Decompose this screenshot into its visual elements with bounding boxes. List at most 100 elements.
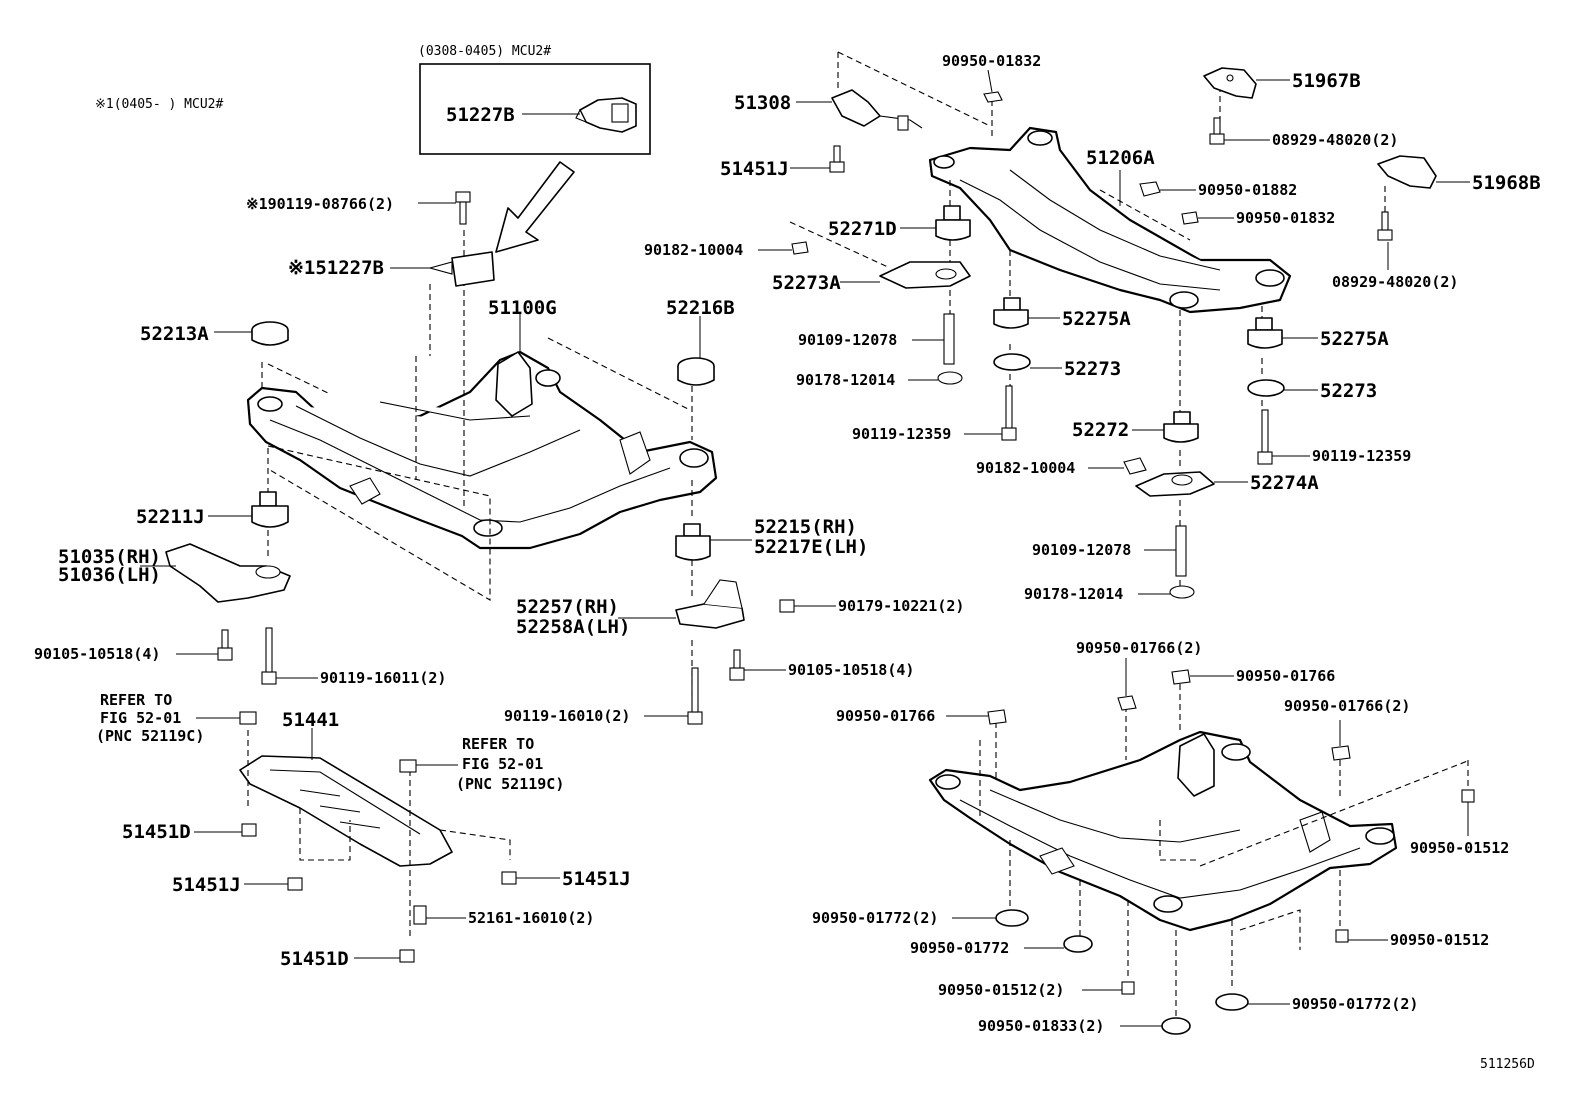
figure-code: 511256D: [1480, 1057, 1535, 1072]
part-label: 08929-48020(2): [1272, 131, 1398, 149]
variant-inset-box: [419, 63, 651, 155]
part-label: 90179-10221(2): [838, 597, 964, 615]
reference-arrow-icon: [495, 161, 575, 253]
part-label: 90119-16011(2): [320, 669, 446, 687]
bolt-90119-12359-left-icon: [1001, 385, 1017, 441]
nut-90950-01766-b-icon: [1171, 669, 1191, 685]
part-label: 52271D: [828, 218, 897, 240]
stud-90109-12078-lower-icon: [1175, 525, 1187, 577]
part-label: 51451D: [280, 948, 349, 970]
nut-90182-10004-lower-icon: [1123, 457, 1147, 475]
stopper-52271d-icon: [935, 205, 971, 241]
part-label: 90182-10004: [644, 241, 743, 259]
stopper-52257-icon: [675, 579, 745, 629]
part-label: 90119-16010(2): [504, 707, 630, 725]
clip-refer-lower-icon: [399, 759, 417, 773]
part-label: 52161-16010(2): [468, 909, 594, 927]
part-label: 90950-01833(2): [978, 1017, 1104, 1035]
leader-lines: [140, 69, 1470, 1027]
part-label: 52213A: [140, 323, 209, 345]
part-label: REFER TO: [100, 691, 172, 709]
part-label: 52217E(LH): [754, 536, 868, 558]
part-label: 51035(RH): [58, 546, 161, 568]
bolt-90119-16010-icon: [687, 667, 703, 725]
bracket-51308-icon: [831, 89, 923, 131]
part-label: 90950-01772(2): [1292, 995, 1418, 1013]
washer-90950-01772-a-icon: [995, 909, 1029, 927]
bolt-90119-16011-icon: [261, 627, 277, 685]
nut-90950-01766-d-icon: [1331, 745, 1351, 761]
bolt-90950-01512-lower-icon: [1121, 981, 1135, 995]
part-label: 52257(RH): [516, 596, 619, 618]
part-label: 90950-01512: [1410, 839, 1509, 857]
part-label: 52216B: [666, 297, 735, 319]
bolt-51451j-right-icon: [501, 871, 517, 885]
part-label: 52273A: [772, 272, 841, 294]
washer-90950-01772-c-icon: [1215, 993, 1249, 1011]
part-label: 90178-12014: [1024, 585, 1123, 603]
bracket-51968b-icon: [1377, 155, 1437, 189]
bracket-51227b-inset-icon: [575, 97, 637, 133]
bracket-51967b-icon: [1203, 67, 1257, 99]
bolt-90119-08766-icon: [455, 191, 471, 225]
bracket-51227b-icon: [427, 251, 495, 287]
part-label: 52215(RH): [754, 516, 857, 538]
washer-90178-12014-lower-icon: [1169, 585, 1195, 599]
part-label: 90950-01832: [1236, 209, 1335, 227]
part-label: 90950-01772(2): [812, 909, 938, 927]
part-label: ※151227B: [288, 257, 384, 279]
part-label: 51308: [734, 92, 791, 114]
part-label: 90178-12014: [796, 371, 895, 389]
engine-under-cover-51441-drawing: [239, 755, 453, 867]
rear-suspension-member-51206a-drawing: [928, 126, 1292, 314]
part-label: 51441: [282, 709, 339, 731]
part-label: 52211J: [136, 506, 205, 528]
nut-90950-01766-a-icon: [1117, 695, 1137, 711]
nut-90950-01766-c-icon: [987, 709, 1007, 725]
part-labels: 51227B ※190119-08766(2) ※151227B 51100G …: [34, 52, 1541, 1035]
part-label: 90109-12078: [798, 331, 897, 349]
bolt-90105-10518-left-icon: [217, 629, 233, 661]
part-label: REFER TO: [462, 735, 534, 753]
nut-90950-01882-icon: [1139, 181, 1161, 197]
part-label: 51451D: [122, 821, 191, 843]
insulator-52213a-icon: [251, 321, 289, 346]
bolt-51451j-left-icon: [287, 877, 303, 891]
bracket-52274a-icon: [1135, 471, 1215, 497]
insulator-52211j-icon: [251, 491, 289, 528]
part-label: 52272: [1072, 419, 1129, 441]
nut-90182-10004-upper-icon: [791, 241, 809, 255]
front-crossmember-51100g-drawing: [246, 350, 718, 550]
part-label: 52258A(LH): [516, 616, 630, 638]
stopper-52275a-left-icon: [993, 297, 1029, 329]
part-label: 90119-12359: [1312, 447, 1411, 465]
part-label: 90950-01772: [910, 939, 1009, 957]
part-label: 90950-01832: [942, 52, 1041, 70]
part-label: 90950-01512(2): [938, 981, 1064, 999]
washer-90178-12014-upper-icon: [937, 371, 963, 385]
part-label: (PNC 52119C): [96, 727, 204, 745]
nut-90950-01832-top-icon: [983, 91, 1003, 103]
bolt-90105-10518-right-icon: [729, 649, 745, 681]
part-label: 51968B: [1472, 172, 1541, 194]
bolt-51451j-upper-icon: [829, 145, 845, 173]
variant-box-title: (0308-0405) MCU2#: [418, 44, 551, 59]
part-label: 90950-01766: [1236, 667, 1335, 685]
washer-90950-01833-icon: [1161, 1017, 1191, 1035]
part-label: 51206A: [1086, 147, 1155, 169]
part-label: 52273: [1064, 358, 1121, 380]
bolt-90950-01512-mid-icon: [1335, 929, 1349, 943]
bolt-51451d-lower-icon: [399, 949, 415, 963]
part-label: 51227B: [446, 104, 515, 126]
front-crossmember-lower-drawing: [928, 730, 1398, 932]
insulator-52215-icon: [675, 523, 711, 561]
part-label: 51036(LH): [58, 564, 161, 586]
stopper-52273-left-icon: [993, 353, 1031, 371]
bolt-90179-10221-icon: [779, 599, 795, 613]
stopper-52272-icon: [1163, 411, 1199, 443]
part-label: FIG 52-01: [100, 709, 181, 727]
part-label: 90105-10518(4): [788, 661, 914, 679]
part-label: 90105-10518(4): [34, 645, 160, 663]
part-label: FIG 52-01: [462, 755, 543, 773]
